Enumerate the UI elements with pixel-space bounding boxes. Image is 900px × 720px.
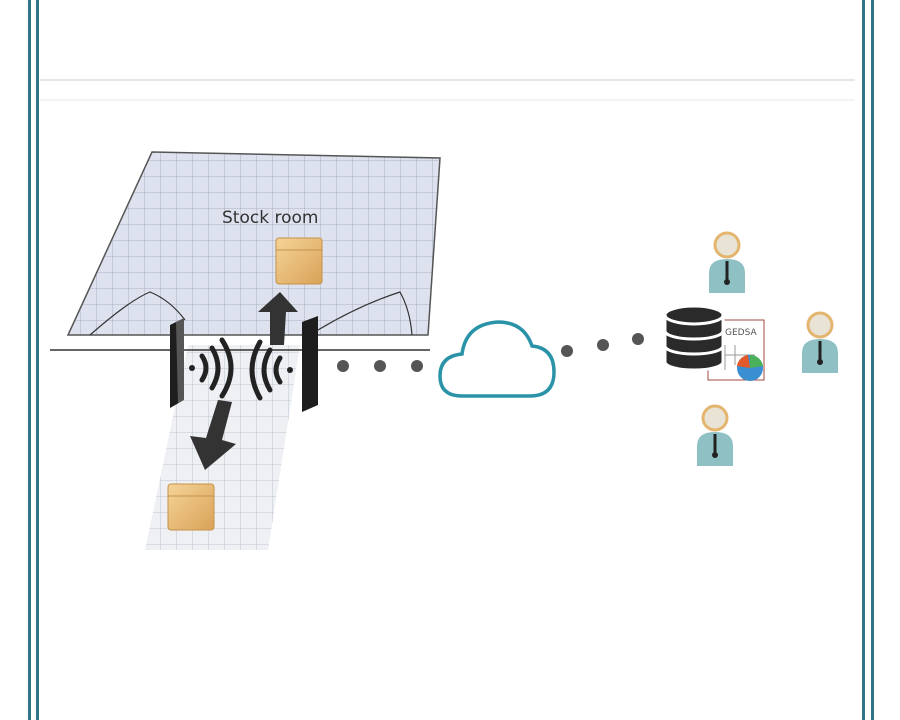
box-icon bbox=[167, 483, 215, 531]
box-icon bbox=[275, 237, 323, 285]
person-icon bbox=[709, 231, 745, 293]
page-frame bbox=[28, 0, 874, 720]
connection-dots bbox=[337, 333, 644, 372]
person-icon bbox=[802, 311, 838, 373]
arrow-icon bbox=[258, 292, 298, 345]
rfid-gate-icon bbox=[302, 316, 318, 412]
wifi-signal-icon bbox=[249, 339, 293, 401]
stock-room-floor: Stock room bbox=[66, 151, 441, 336]
wifi-signal-icon bbox=[189, 337, 234, 399]
person-icon bbox=[697, 404, 733, 466]
database-icon bbox=[663, 304, 725, 372]
svg-text:GEDSA: GEDSA bbox=[725, 328, 757, 338]
cloud-icon bbox=[438, 320, 556, 398]
stock-room-label: Stock room bbox=[222, 208, 318, 228]
rfid-gate-icon bbox=[170, 318, 184, 408]
arrow-icon bbox=[190, 400, 236, 470]
